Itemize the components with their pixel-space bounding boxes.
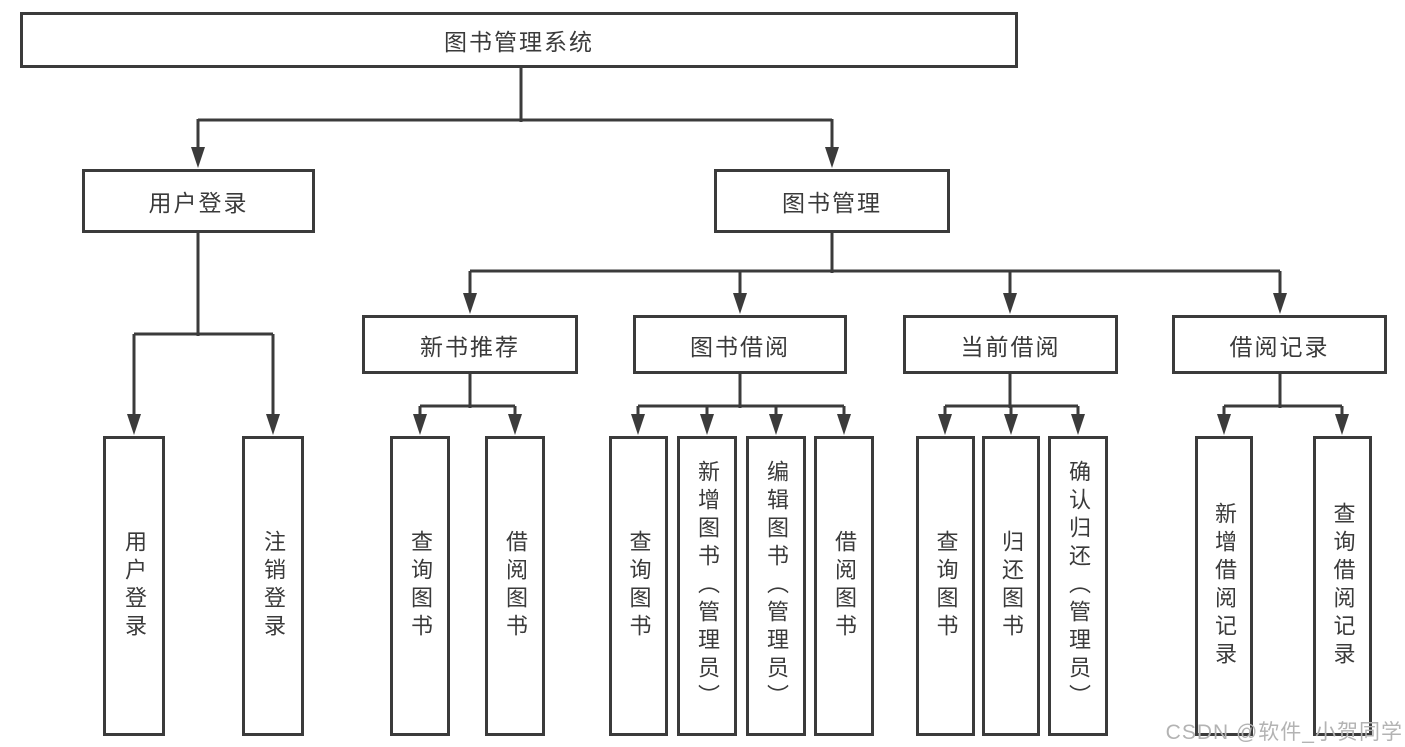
leaf-return-books: 归还图书 <box>982 436 1040 736</box>
leaf-confirm-return-admin: 确认归还（管理员） <box>1048 436 1108 736</box>
connector-path <box>132 68 1344 418</box>
leaf-recommend-query-books: 查询图书 <box>390 436 450 736</box>
node-user-login: 用户登录 <box>82 169 315 233</box>
leaf-return-books-label: 归还图书 <box>999 530 1024 642</box>
node-book-borrowing: 图书借阅 <box>633 315 847 374</box>
node-new-book-recommendation: 新书推荐 <box>362 315 578 374</box>
leaf-add-books-admin-label: 新增图书（管理员） <box>695 460 720 712</box>
node-borrowing-records: 借阅记录 <box>1172 315 1387 374</box>
leaf-add-books-admin: 新增图书（管理员） <box>677 436 737 736</box>
leaf-query-borrow-record: 查询借阅记录 <box>1313 436 1372 736</box>
watermark: CSDN @软件_小贺同学 <box>1165 721 1403 744</box>
leaf-edit-books-admin: 编辑图书（管理员） <box>746 436 806 736</box>
leaf-add-borrow-record-label: 新增借阅记录 <box>1212 502 1237 670</box>
leaf-query-borrow-record-label: 查询借阅记录 <box>1330 502 1356 670</box>
leaf-borrow-query-books-label: 查询图书 <box>626 530 652 642</box>
leaf-current-query-books-label: 查询图书 <box>933 530 959 642</box>
leaf-edit-books-admin-label: 编辑图书（管理员） <box>764 460 789 712</box>
leaf-logout: 注销登录 <box>242 436 304 736</box>
leaf-recommend-query-books-label: 查询图书 <box>408 530 433 642</box>
leaf-current-query-books: 查询图书 <box>916 436 975 736</box>
leaf-recommend-borrow-books-label: 借阅图书 <box>503 530 528 642</box>
leaf-user-login: 用户登录 <box>103 436 165 736</box>
leaf-recommend-borrow-books: 借阅图书 <box>485 436 545 736</box>
leaf-borrow-borrow-books: 借阅图书 <box>814 436 874 736</box>
leaf-add-borrow-record: 新增借阅记录 <box>1195 436 1253 736</box>
leaf-user-login-label: 用户登录 <box>122 530 147 642</box>
node-library-management-system: 图书管理系统 <box>20 12 1018 68</box>
node-current-borrowing: 当前借阅 <box>903 315 1118 374</box>
arrowheads <box>127 147 1349 435</box>
leaf-borrow-query-books: 查询图书 <box>609 436 668 736</box>
leaf-borrow-borrow-books-label: 借阅图书 <box>832 530 857 642</box>
node-book-management: 图书管理 <box>714 169 950 233</box>
leaf-logout-label: 注销登录 <box>261 530 286 642</box>
leaf-confirm-return-admin-label: 确认归还（管理员） <box>1066 460 1091 712</box>
